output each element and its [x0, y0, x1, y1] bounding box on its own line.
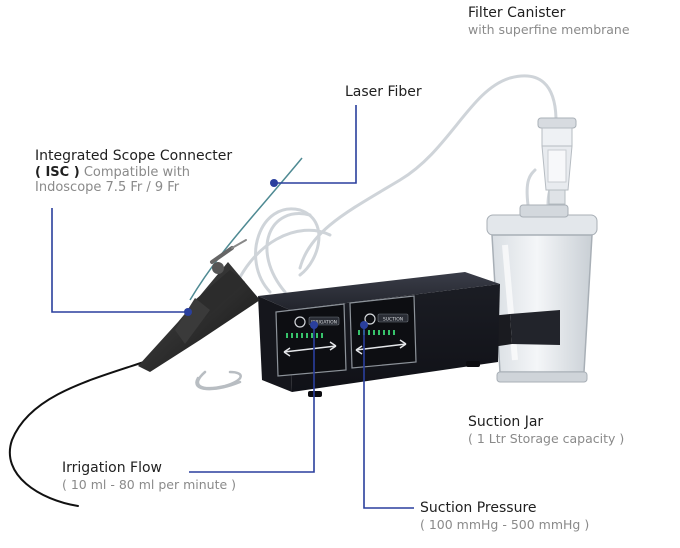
laser-fiber-leader — [274, 105, 357, 184]
control-unit: IRRIGATION SUCTION — [258, 272, 500, 397]
irrigation-panel: IRRIGATION — [275, 303, 347, 377]
suction-arrows-icon — [355, 339, 407, 355]
leader-lines — [51, 105, 414, 509]
suction-panel-label: SUCTION — [383, 317, 403, 323]
suction-pressure-title: Suction Pressure — [420, 500, 537, 516]
laser-fiber — [189, 157, 303, 301]
laser-fiber-cable — [9, 359, 151, 507]
irrigation-arrows-icon — [283, 341, 337, 357]
scope-handpiece — [138, 239, 260, 372]
suction-jar-title: Suction Jar — [468, 414, 544, 430]
irrigation-leader — [189, 325, 315, 473]
isc-title: Integrated Scope Connecter — [35, 148, 233, 164]
irrigation-panel-label: IRRIGATION — [311, 320, 337, 326]
laser-fiber-callout: Laser Fiber — [345, 84, 422, 101]
isc-callout: Integrated Scope Connecter ( ISC ) Compa… — [35, 148, 232, 196]
suction-pressure-subtitle: ( 100 mmHg - 500 mmHg ) — [420, 516, 590, 532]
suction-jar-callout: Suction Jar ( 1 Ltr Storage capacity ) — [468, 414, 624, 446]
suction-panel: SUCTION — [349, 295, 417, 369]
power-icon — [294, 316, 306, 328]
isc-abbr: ( ISC ) — [35, 164, 80, 180]
isc-compat-models: Indoscope 7.5 Fr / 9 Fr — [35, 180, 180, 196]
isc-compat: Compatible with — [83, 164, 191, 180]
laser-fiber-title: Laser Fiber — [345, 84, 422, 100]
irrigation-flow-subtitle: ( 10 ml - 80 ml per minute ) — [62, 476, 237, 492]
leader-dots — [184, 179, 368, 329]
irrigation-flow-callout: Irrigation Flow ( 10 ml - 80 ml per minu… — [62, 460, 236, 492]
filter-canister-callout: Filter Canister with superfine membrane — [468, 5, 630, 37]
filter-canister — [537, 117, 577, 205]
suction-pressure-callout: Suction Pressure ( 100 mmHg - 500 mmHg ) — [420, 500, 589, 532]
filter-canister-subtitle: with superfine membrane — [468, 21, 630, 37]
suction-jar-subtitle: ( 1 Ltr Storage capacity ) — [468, 430, 625, 446]
irrigation-flow-title: Irrigation Flow — [62, 460, 162, 476]
power-icon — [364, 313, 376, 325]
isc-leader — [51, 208, 188, 313]
filter-canister-title: Filter Canister — [468, 5, 566, 21]
suction-pressure-leader — [363, 325, 414, 509]
irrigation-led-bar — [286, 333, 323, 338]
